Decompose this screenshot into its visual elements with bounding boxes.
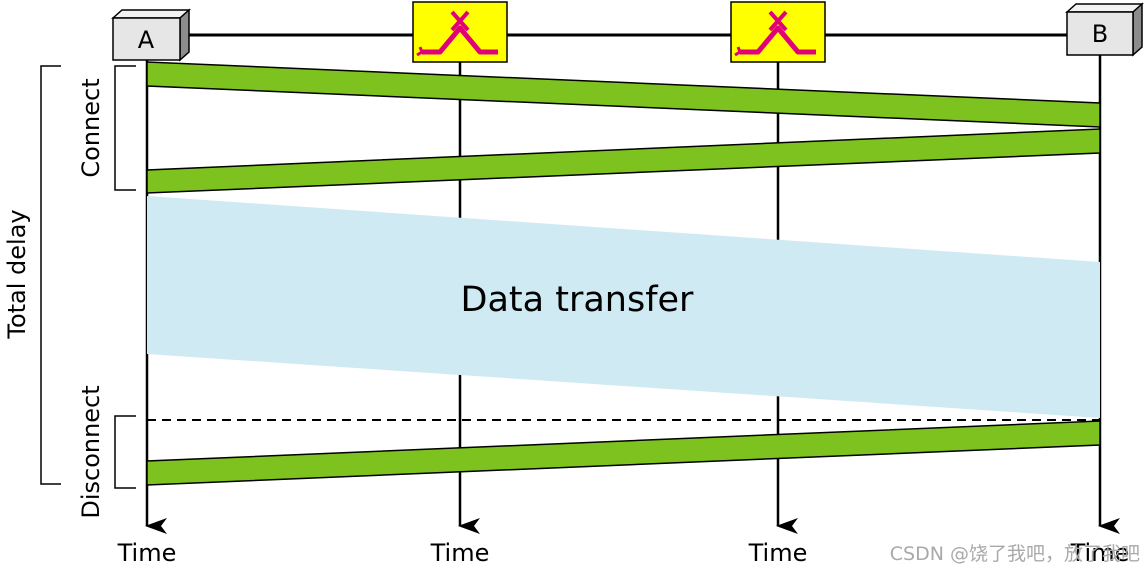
time-label-switch-2: Time [748, 539, 808, 567]
node-b-label: B [1092, 20, 1108, 48]
time-label-switch-1: Time [430, 539, 490, 567]
node-a-label: A [138, 26, 155, 54]
switch-icon [730, 1, 826, 63]
watermark: CSDN @饶了我吧，放了我吧 [890, 543, 1140, 565]
computer-node-icon: A [111, 8, 191, 62]
disconnect-band [146, 420, 1101, 486]
time-label-b: Time [1070, 539, 1130, 567]
total-delay-label: Total delay [3, 209, 31, 339]
disconnect-bracket [114, 415, 136, 489]
connect-label: Connect [77, 78, 105, 177]
time-label-a: Time [117, 539, 177, 567]
connect-request-band [146, 61, 1101, 128]
connect-bracket [114, 65, 136, 191]
data-transfer-label: Data transfer [461, 280, 695, 320]
connect-reply-band [146, 128, 1101, 194]
total-delay-bracket [40, 65, 61, 485]
data-transfer-band [147, 196, 1100, 418]
switch-icon [412, 1, 508, 63]
disconnect-label: Disconnect [77, 385, 105, 518]
computer-node-icon: B [1065, 2, 1144, 57]
